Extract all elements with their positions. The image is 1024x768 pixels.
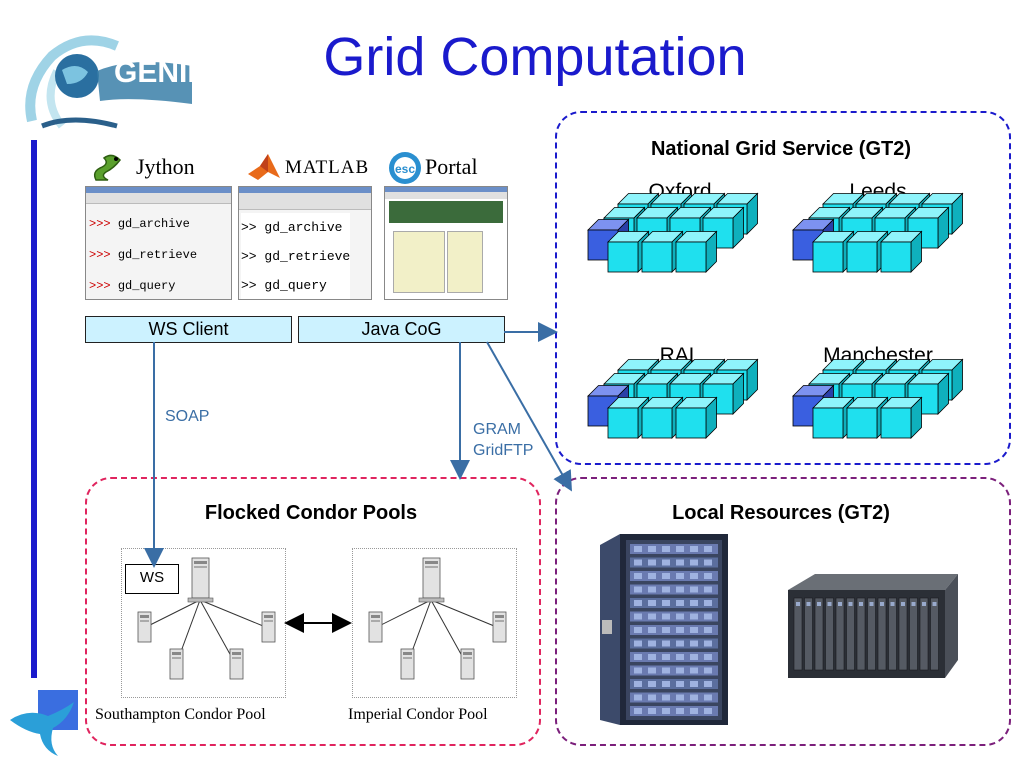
cluster-ral-icon	[587, 358, 759, 439]
jython-label: Jython	[136, 154, 195, 179]
page-title: Grid Computation	[323, 27, 747, 87]
matlab-console-window: >> gd_archive >> gd_retrieve >> gd_query	[238, 186, 372, 300]
console-line: >>> gd_archive	[89, 217, 190, 231]
cluster-manchester-icon	[792, 358, 964, 439]
console-line: >> gd_retrieve	[241, 249, 351, 264]
condor-pools-region	[85, 477, 541, 746]
side-accent-bar	[31, 140, 37, 678]
portal-label: Portal	[425, 154, 478, 179]
national-grid-title: National Grid Service (GT2)	[650, 138, 912, 160]
python-snake-icon	[90, 150, 128, 186]
console-line: >> gd_query	[241, 278, 327, 293]
console-line: >> gd_archive	[241, 220, 343, 235]
console-line: >>> gd_query	[89, 279, 176, 293]
imperial-network-icon	[368, 557, 507, 680]
southampton-network-icon	[137, 557, 276, 680]
national-grid-region	[555, 111, 1011, 465]
jython-console-window: >>> gd_archive >>> gd_retrieve >>> gd_qu…	[85, 186, 232, 300]
local-title: Local Resources (GT2)	[672, 502, 890, 524]
matlab-label: MATLAB	[285, 157, 370, 178]
portal-icon: esc	[387, 150, 423, 186]
logo-text: GENIE	[114, 56, 208, 89]
bird-logo-icon	[8, 690, 78, 760]
gram-label: GRAM	[473, 421, 521, 438]
cluster-oxford-icon	[587, 192, 759, 273]
ws-box: WS	[125, 564, 179, 594]
console-line: >>> gd_retrieve	[89, 248, 198, 262]
portal-browser-window	[384, 186, 508, 300]
soap-label: SOAP	[165, 408, 210, 425]
java-cog-to-local-arrow	[486, 341, 572, 492]
java-cog-box: Java CoG	[298, 316, 505, 343]
condor-title: Flocked Condor Pools	[204, 502, 418, 524]
southampton-pool-label: Southampton Condor Pool	[95, 706, 266, 723]
rack-server-icon	[600, 534, 728, 725]
ws-client-box: WS Client	[85, 316, 292, 343]
cluster-leeds-icon	[792, 192, 964, 273]
genie-logo: GENIE	[22, 26, 212, 136]
local-resources-region	[555, 477, 1011, 746]
matlab-icon	[246, 152, 282, 182]
imperial-pool-box	[352, 548, 517, 698]
svg-text:esc: esc	[395, 162, 415, 176]
imperial-pool-label: Imperial Condor Pool	[348, 706, 488, 723]
gridftp-label: GridFTP	[473, 442, 534, 459]
blade-chassis-icon	[788, 574, 958, 678]
